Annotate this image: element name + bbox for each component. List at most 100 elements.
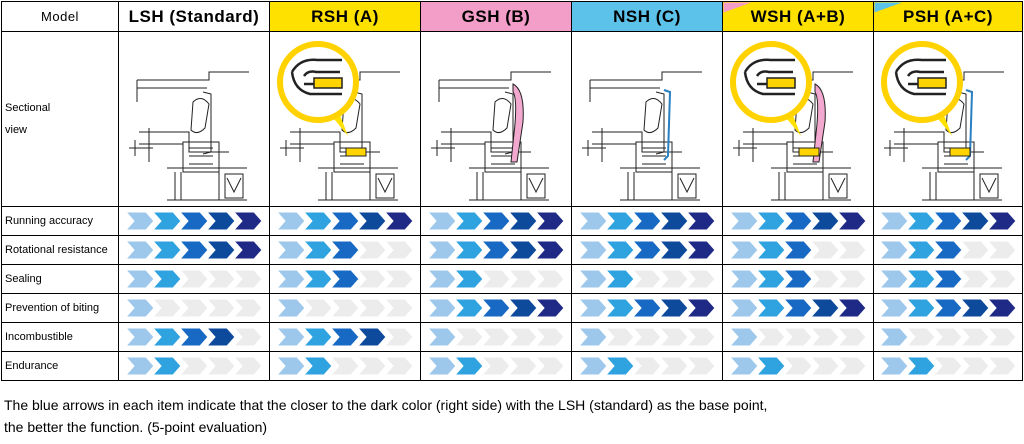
sectional-view-psh <box>873 31 1023 207</box>
rating-arrow-empty <box>178 298 209 318</box>
arrow-meter <box>577 298 716 318</box>
rating-label: Prevention of biting <box>1 293 119 323</box>
model-header-psh: PSH (A+C) <box>873 1 1023 32</box>
rating-arrow-empty <box>205 298 236 318</box>
rating-arrow-empty <box>836 356 867 376</box>
rating-arrow-filled <box>577 356 608 376</box>
rating-cell <box>873 293 1023 323</box>
rating-arrow-empty <box>383 240 414 260</box>
rating-arrow-filled <box>275 211 306 231</box>
rating-arrow-empty <box>205 269 236 289</box>
rating-arrow-filled <box>658 298 689 318</box>
rating-arrow-filled <box>426 211 457 231</box>
footnote-line1: The blue arrows in each item indicate th… <box>4 397 768 413</box>
rating-cell <box>420 293 572 323</box>
rating-cell <box>722 264 874 294</box>
rating-arrow-filled <box>507 211 538 231</box>
rating-arrow-filled <box>232 211 263 231</box>
rating-arrow-empty <box>986 240 1017 260</box>
rating-arrow-empty <box>986 356 1017 376</box>
arrow-meter <box>426 269 565 289</box>
rating-row: Incombustible <box>1 322 1023 352</box>
rating-arrow-filled <box>124 327 155 347</box>
rating-arrow-filled <box>453 211 484 231</box>
arrow-meter <box>878 211 1017 231</box>
rating-arrow-filled <box>151 327 182 347</box>
rating-arrow-empty <box>755 327 786 347</box>
rating-arrow-filled <box>782 269 813 289</box>
model-column-header: Model <box>1 1 119 32</box>
model-header-gsh: GSH (B) <box>420 1 572 32</box>
rating-arrow-filled <box>577 327 608 347</box>
arrow-meter <box>728 211 867 231</box>
arrow-meter <box>426 298 565 318</box>
rating-arrow-filled <box>151 356 182 376</box>
rating-arrow-empty <box>356 298 387 318</box>
rating-arrow-filled <box>124 356 155 376</box>
rating-arrow-empty <box>232 327 263 347</box>
rating-arrow-filled <box>685 240 716 260</box>
rating-arrow-filled <box>755 240 786 260</box>
sectional-drawing-4 <box>730 41 853 201</box>
rating-arrow-filled <box>959 211 990 231</box>
arrow-meter <box>728 298 867 318</box>
rating-arrow-filled <box>878 356 909 376</box>
arrow-meter <box>275 298 414 318</box>
rating-arrow-empty <box>232 269 263 289</box>
rating-arrow-filled <box>453 356 484 376</box>
rating-arrow-filled <box>426 356 457 376</box>
arrow-meter <box>426 240 565 260</box>
rating-cell <box>571 206 723 236</box>
rating-arrow-empty <box>836 327 867 347</box>
rating-arrow-filled <box>507 240 538 260</box>
rating-arrow-filled <box>986 211 1017 231</box>
arrow-meter <box>124 240 263 260</box>
yellow-seal-part <box>798 147 820 157</box>
rating-cell <box>722 322 874 352</box>
comparison-table: Model LSH (Standard) RSH (A) GSH (B) NSH… <box>1 1 1023 386</box>
sectional-drawing-0 <box>129 71 249 201</box>
rating-arrow-filled <box>383 211 414 231</box>
rating-arrow-filled <box>658 211 689 231</box>
footnote-line2: the better the function. (5-point evalua… <box>4 419 268 435</box>
rating-label: Incombustible <box>1 322 119 352</box>
rating-arrow-filled <box>178 240 209 260</box>
rating-arrow-filled <box>631 298 662 318</box>
rating-arrow-filled <box>426 327 457 347</box>
pink-seal-part <box>812 83 826 163</box>
arrow-meter <box>124 211 263 231</box>
rating-arrow-filled <box>302 356 333 376</box>
rating-arrow-filled <box>302 211 333 231</box>
rating-arrow-empty <box>905 327 936 347</box>
rating-arrow-filled <box>878 327 909 347</box>
rating-cell <box>269 322 421 352</box>
yellow-seal-part <box>345 147 367 157</box>
rating-arrow-filled <box>755 356 786 376</box>
magnifier-callout <box>277 41 359 136</box>
arrow-meter <box>728 356 867 376</box>
rating-arrow-filled <box>631 240 662 260</box>
rating-arrow-filled <box>685 211 716 231</box>
magnifier-callout <box>730 41 812 136</box>
rating-arrow-empty <box>809 240 840 260</box>
rating-arrow-filled <box>782 298 813 318</box>
rating-cell <box>571 322 723 352</box>
blue-seal-part <box>663 89 672 161</box>
rating-arrow-filled <box>426 269 457 289</box>
arrow-meter <box>878 298 1017 318</box>
rating-arrow-empty <box>232 356 263 376</box>
rating-arrow-filled <box>932 298 963 318</box>
rating-cell <box>118 206 270 236</box>
rating-arrow-empty <box>356 240 387 260</box>
rating-arrow-filled <box>755 269 786 289</box>
rating-arrow-empty <box>986 327 1017 347</box>
rating-arrow-empty <box>604 327 635 347</box>
rating-arrow-filled <box>151 240 182 260</box>
rating-arrow-filled <box>932 269 963 289</box>
rating-cell <box>118 235 270 265</box>
rating-arrow-filled <box>151 269 182 289</box>
rating-cell <box>571 351 723 381</box>
rating-arrow-filled <box>124 211 155 231</box>
yellow-seal-part <box>949 147 971 157</box>
arrow-meter <box>577 269 716 289</box>
